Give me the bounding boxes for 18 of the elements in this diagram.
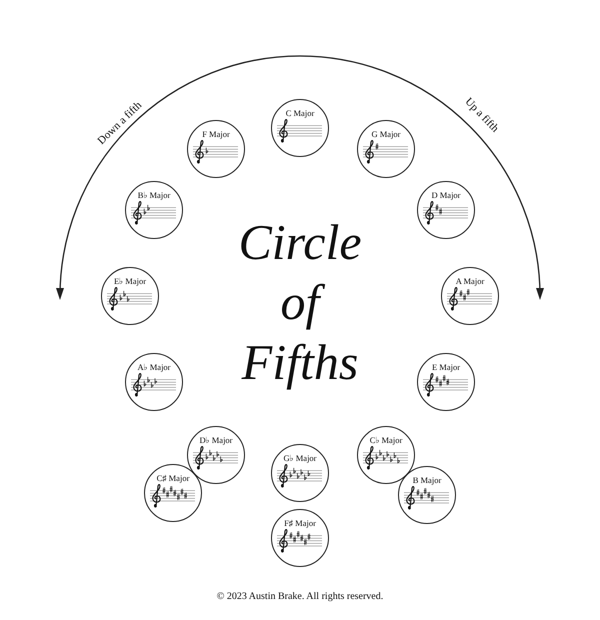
key-name: A♭ Major: [136, 363, 172, 372]
key-name: G Major: [370, 130, 402, 138]
copyright-note: © 2023 Austin Brake. All rights reserved.: [216, 592, 384, 602]
key-name: C Major: [284, 109, 316, 118]
title: Circle of Fifths: [237, 213, 363, 392]
key-name: E♭ Major: [112, 277, 148, 286]
key-name: D♭ Major: [198, 436, 234, 444]
key-name: B♭ Major: [136, 191, 172, 200]
direction-label: Up a fifth: [462, 96, 500, 135]
key-name: F Major: [201, 130, 231, 138]
key-name: C♯ Major: [156, 474, 190, 482]
key-name: B Major: [412, 476, 442, 484]
key-name: A Major: [454, 277, 486, 286]
key-name: F♯ Major: [283, 519, 317, 528]
key-name: D Major: [430, 191, 462, 200]
key-name: E Major: [430, 363, 462, 372]
key-name: C♭ Major: [368, 436, 404, 444]
key-name: G♭ Major: [282, 454, 318, 462]
